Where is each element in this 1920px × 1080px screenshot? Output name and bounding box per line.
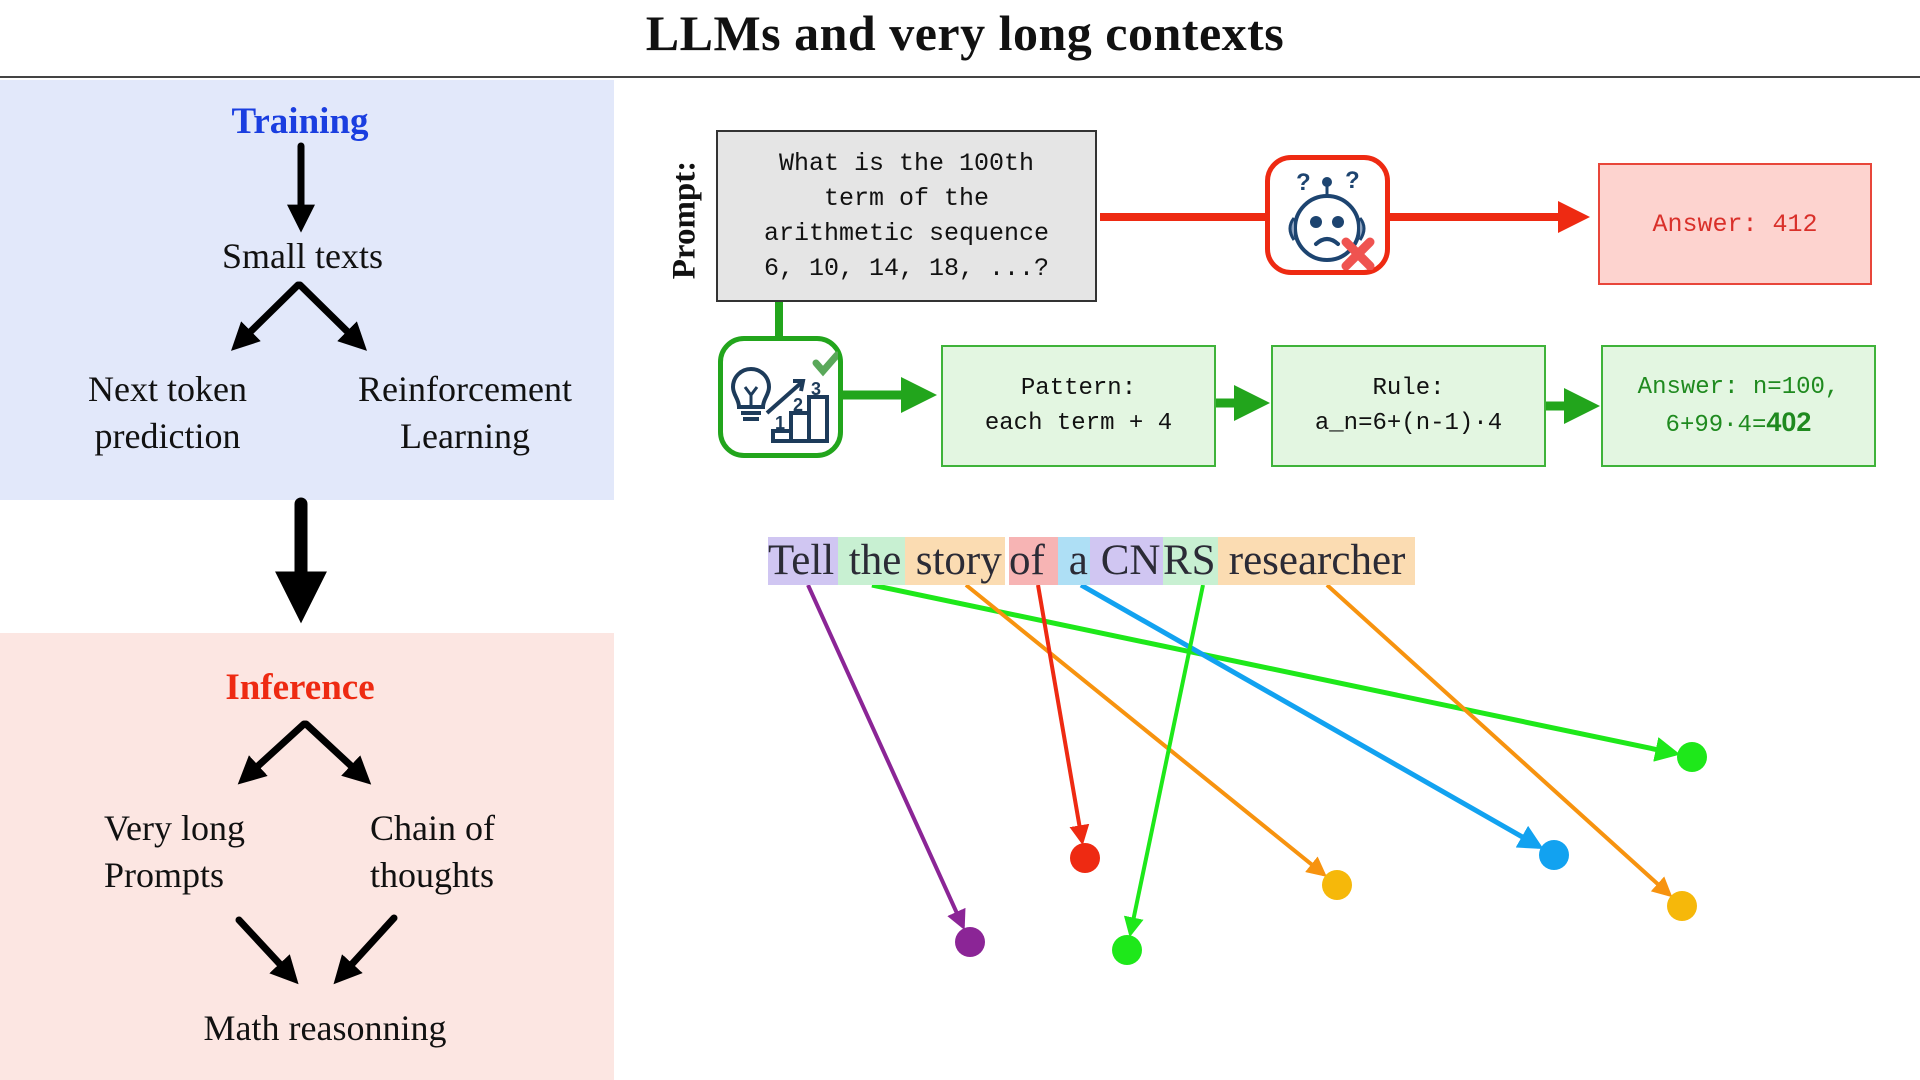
- arrow-inference-to-vlp: [237, 720, 308, 785]
- correct-answer-expr: 6+99·4=: [1665, 411, 1767, 439]
- arrow-inference-to-cot: [302, 720, 372, 785]
- small-texts-node: Small texts: [222, 236, 383, 276]
- attention-target-dot: [1667, 891, 1697, 921]
- left-flow-arrows: [231, 142, 398, 985]
- rule-text: a_n=6+(n-1)·4: [1314, 410, 1503, 437]
- svg-text:?: ?: [1345, 167, 1360, 194]
- attention-target-dot: [1070, 843, 1100, 873]
- attention-arrows-layer: [806, 582, 1707, 965]
- svg-text:?: ?: [1296, 169, 1311, 196]
- attention-target-dot: [955, 927, 985, 957]
- correct-answer-line1: Answer: n=100,: [1637, 373, 1840, 401]
- prompt-line: term of the: [823, 184, 990, 213]
- arrow-small-to-rl: [296, 281, 367, 351]
- attention-arrow-the: [871, 582, 1681, 762]
- attention-arrow-of: [1036, 584, 1090, 846]
- svg-text:3: 3: [811, 379, 821, 399]
- attention-target-dot: [1539, 840, 1569, 870]
- title-divider: [0, 76, 1920, 78]
- prompt-line: What is the 100th: [778, 149, 1035, 178]
- attention-target-dot: [1112, 935, 1142, 965]
- next-token-line2: prediction: [94, 416, 241, 456]
- attention-arrow-rs: [1123, 584, 1205, 938]
- token: CN: [1090, 537, 1163, 585]
- prompt-line: arithmetic sequence: [763, 219, 1050, 248]
- cot-line2: thoughts: [370, 855, 495, 895]
- bulb-glyph: 1 2 3: [730, 351, 841, 443]
- rule-title: Rule:: [1372, 375, 1445, 402]
- arrow-cot-to-math: [333, 914, 398, 985]
- token: Tell: [768, 537, 838, 585]
- pattern-text: each term + 4: [984, 410, 1173, 437]
- lightbulb-steps-icon: 1 2 3: [718, 336, 843, 458]
- rl-line2: Learning: [400, 416, 530, 456]
- attention-target-dot: [1322, 870, 1352, 900]
- token: a: [1058, 537, 1090, 585]
- wrong-answer-box: Answer: 412: [1598, 163, 1872, 285]
- attention-arrow-story: [964, 583, 1327, 877]
- correct-answer-value: 402: [1766, 406, 1812, 437]
- robot-glyph: ? ?: [1288, 167, 1375, 271]
- vlp-line1: Very long: [104, 808, 245, 848]
- svg-text:2: 2: [793, 395, 803, 415]
- attention-arrow-tell: [806, 584, 966, 931]
- vlp-line2: Prompts: [104, 855, 225, 895]
- pattern-title: Pattern:: [1020, 375, 1137, 402]
- token: researcher: [1218, 537, 1415, 585]
- token: RS: [1163, 537, 1218, 585]
- arrow-vlp-to-math: [235, 916, 299, 985]
- math-reasoning-node: Math reasonning: [203, 1008, 447, 1048]
- next-token-node: Next token prediction: [50, 366, 285, 460]
- reinforcement-learning-node: Reinforcement Learning: [330, 366, 600, 460]
- cot-line1: Chain of: [370, 808, 495, 848]
- training-heading: Training: [231, 101, 369, 142]
- token: of: [1009, 537, 1058, 585]
- inference-heading: Inference: [225, 667, 375, 708]
- token: [1005, 537, 1009, 585]
- token: story: [905, 537, 1005, 585]
- chain-of-thoughts-node: Chain of thoughts: [360, 805, 560, 899]
- pattern-box: Pattern: each term + 4: [941, 345, 1216, 467]
- prompt-label-text: Prompt:: [666, 160, 703, 280]
- token: the: [838, 537, 905, 585]
- very-long-prompts-node: Very long Prompts: [80, 805, 290, 899]
- confused-robot-icon: ? ?: [1265, 155, 1390, 275]
- prompt-line: 6, 10, 14, 18, ...?: [763, 254, 1050, 283]
- prompt-box: What is the 100th term of the arithmetic…: [716, 130, 1097, 302]
- attention-arrow-a: [1079, 582, 1544, 850]
- svg-text:1: 1: [775, 413, 785, 433]
- correct-answer-box: Answer: n=100, 6+99·4=402: [1601, 345, 1876, 467]
- arrow-small-to-next-token: [231, 281, 302, 351]
- next-token-line1: Next token: [88, 369, 247, 409]
- rl-line1: Reinforcement: [358, 369, 572, 409]
- attention-arrow-researcher: [1325, 583, 1673, 898]
- page-title: LLMs and very long contexts: [645, 5, 1285, 61]
- wrong-answer-text: Answer: 412: [1652, 209, 1818, 239]
- rule-box: Rule: a_n=6+(n-1)·4: [1271, 345, 1546, 467]
- attention-target-dot: [1677, 742, 1707, 772]
- inference-panel: [0, 633, 614, 1080]
- correct-answer-line2: 6+99·4=402: [1666, 405, 1812, 443]
